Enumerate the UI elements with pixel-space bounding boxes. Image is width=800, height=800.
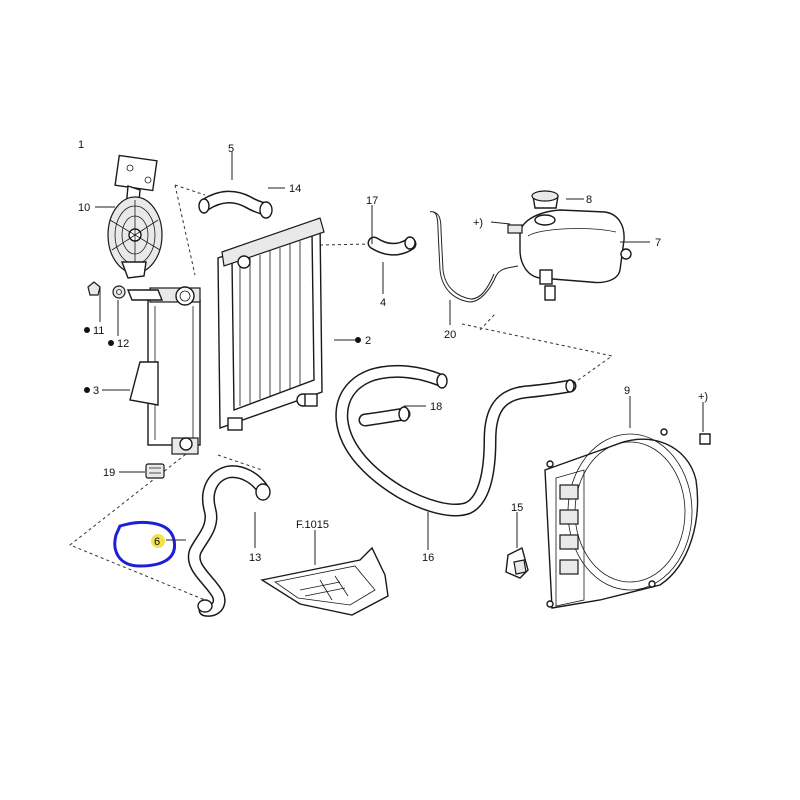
callout-6: 6	[154, 536, 160, 548]
fan-shroud	[544, 428, 711, 609]
callout-11: 11	[93, 325, 104, 337]
intercooler-condenser	[126, 286, 201, 455]
callout-5: 5	[228, 143, 234, 155]
plus-note-1: +)	[473, 217, 483, 229]
callout-20: 20	[444, 329, 456, 341]
expansion-tank	[507, 190, 632, 301]
callout-16: 16	[422, 552, 434, 564]
underbody-shield	[260, 546, 389, 616]
bottom-hose	[187, 465, 271, 617]
callout-labels: 1 5 14 10 11 12 3 19 2 17 4 8 7 +) 20 18…	[78, 139, 708, 564]
callout-10: 10	[78, 202, 90, 214]
short-hose	[367, 236, 417, 256]
callout-14: 14	[289, 183, 301, 195]
reference-dots	[84, 327, 361, 393]
callout-2: 2	[365, 335, 371, 347]
reference-f1015: F.1015	[296, 519, 329, 531]
callout-13: 13	[249, 552, 261, 564]
overflow-pipe	[429, 211, 519, 303]
callout-6-marker	[151, 534, 165, 548]
callout-15: 15	[511, 502, 523, 514]
bracket-15	[505, 546, 529, 579]
callout-19: 19	[103, 467, 115, 479]
leader-lines	[95, 152, 704, 565]
clip-part	[145, 463, 165, 479]
lower-radiator-hose	[335, 364, 577, 517]
callout-17: 17	[366, 195, 378, 207]
radiator	[217, 217, 325, 431]
callout-18: 18	[430, 401, 442, 413]
callout-1: 1	[78, 139, 84, 151]
callout-4: 4	[380, 297, 386, 309]
fan-motor-assembly	[107, 154, 163, 279]
callout-3: 3	[93, 385, 99, 397]
assembly-guide-lines	[69, 184, 614, 601]
highlight-circle	[113, 521, 177, 568]
callout-12: 12	[117, 338, 129, 350]
highlighted-callout-6: 6	[113, 521, 186, 568]
fasteners-11-12	[87, 281, 126, 299]
upper-hose	[198, 190, 273, 219]
plus-note-2: +)	[698, 391, 708, 403]
callout-7: 7	[655, 237, 661, 249]
callout-8: 8	[586, 194, 592, 206]
callout-9: 9	[624, 385, 630, 397]
